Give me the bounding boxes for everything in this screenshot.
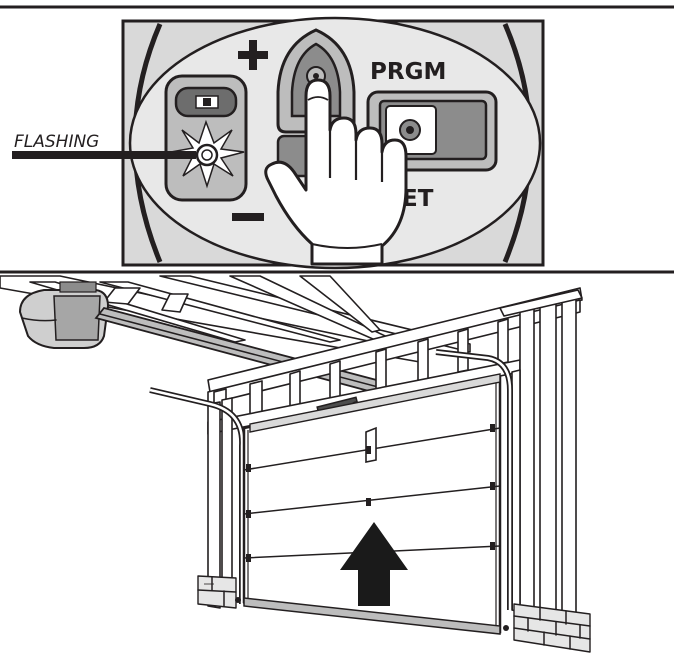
flashing-label: FLASHING — [14, 132, 99, 152]
plus-icon — [238, 40, 268, 70]
prgm-label: PRGM — [370, 59, 446, 85]
flashing-leader-line — [12, 151, 196, 159]
opener-motor-unit — [18, 281, 110, 349]
pointing-hand-icon — [264, 78, 408, 266]
torsion-shaft — [249, 373, 501, 433]
right-brick-base — [513, 603, 591, 653]
control-panel-closeup: FLASHING PRGM ET — [0, 5, 674, 274]
garage-door-scene — [0, 275, 591, 653]
up-arrow-icon — [340, 522, 408, 606]
flashing-led-icon — [170, 119, 245, 189]
left-brick-base — [197, 575, 237, 609]
minus-icon — [232, 213, 264, 221]
